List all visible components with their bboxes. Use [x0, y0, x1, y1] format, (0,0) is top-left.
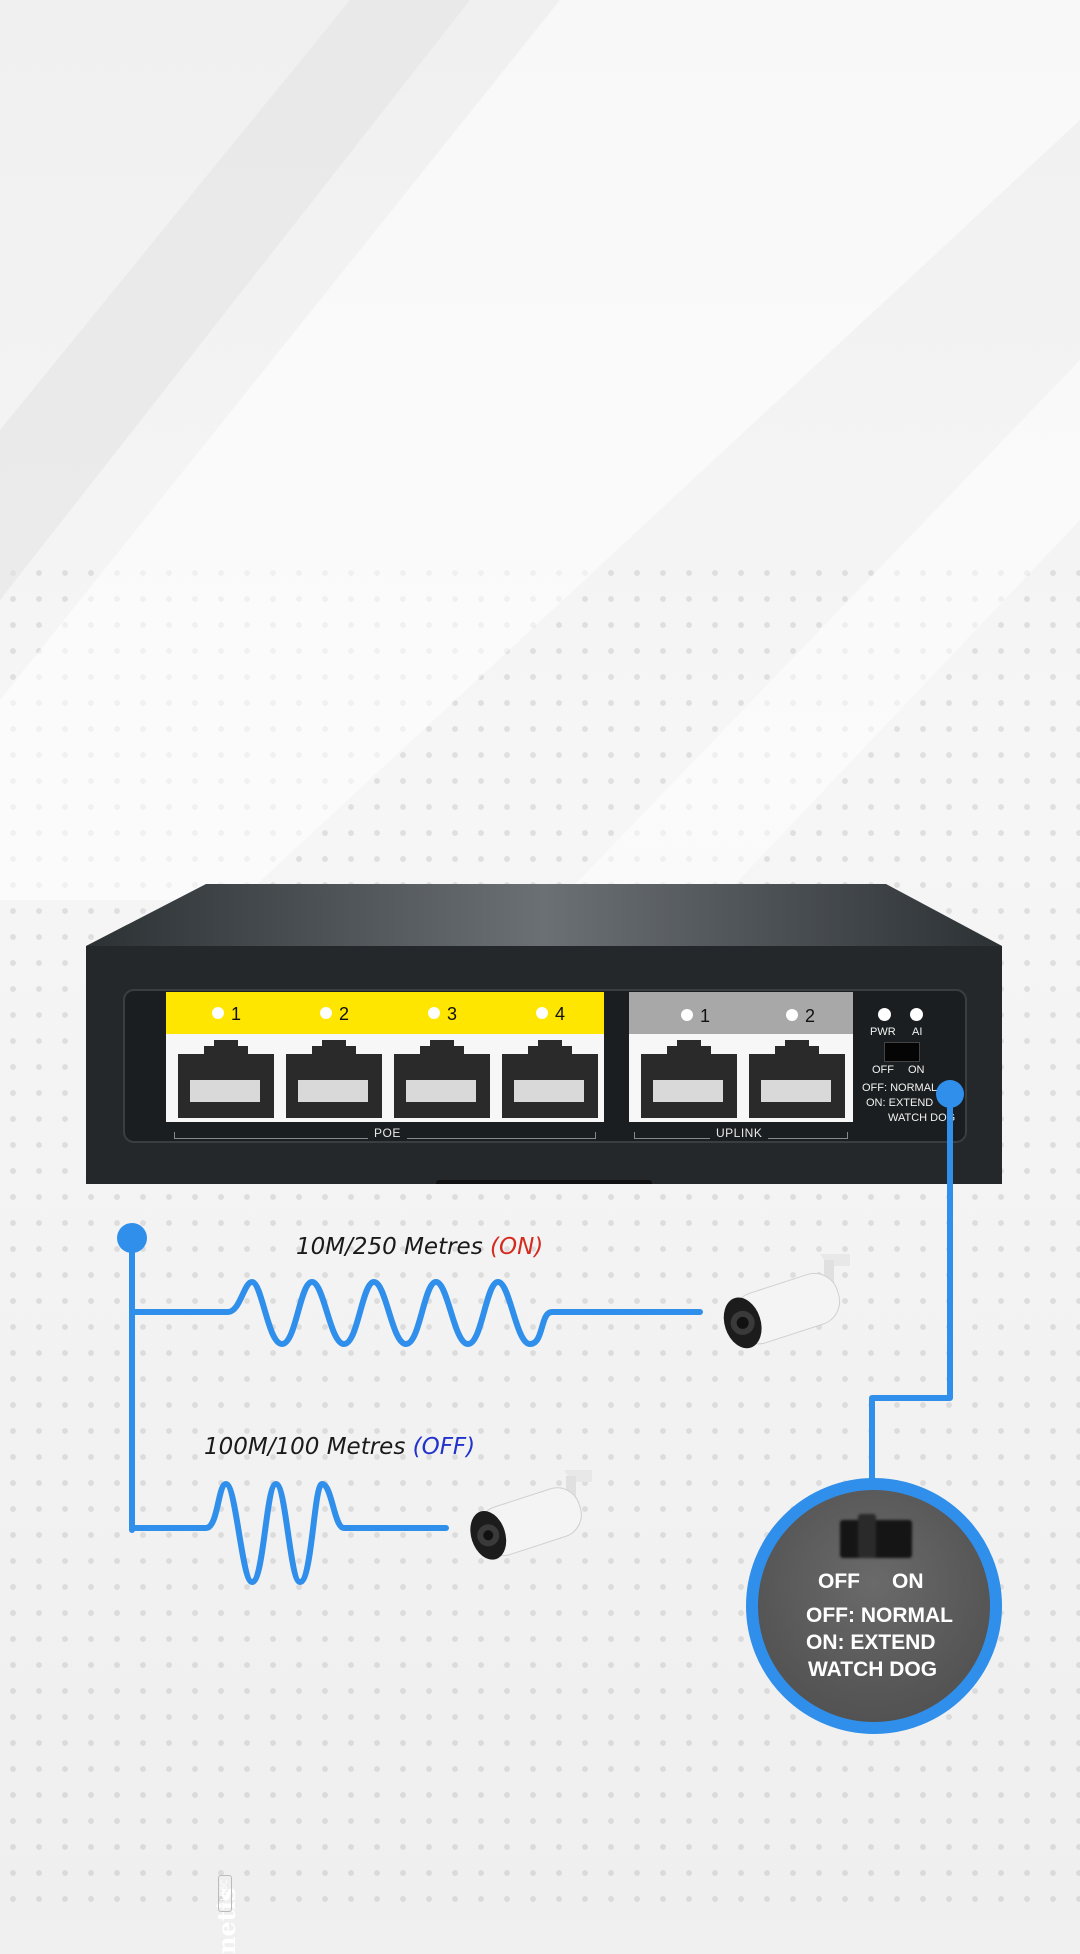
port-led-icon	[536, 1007, 548, 1019]
zoom-on-label: ON	[892, 1570, 924, 1593]
cable-zoom-feed	[869, 1089, 953, 1483]
poe-group-label: POE	[368, 1126, 407, 1140]
uplink-port-number: 2	[786, 1006, 815, 1027]
poe-port-number: 4	[536, 1004, 565, 1025]
dip-switch[interactable]	[884, 1042, 920, 1062]
port-led-icon	[681, 1009, 693, 1021]
rj45-ports	[178, 1040, 845, 1118]
mode-on-text: ON: EXTEND	[866, 1097, 934, 1109]
cable-node-icon	[936, 1080, 964, 1108]
uplink-group-label: UPLINK	[710, 1126, 769, 1140]
port-led-icon	[212, 1007, 224, 1019]
poe-port-number: 2	[320, 1004, 349, 1025]
cable-upper-label: 10M/250 Metres (ON)	[296, 1234, 544, 1260]
uplink-label-strip	[629, 992, 853, 1034]
port-led-icon	[428, 1007, 440, 1019]
dip-switch-closeup-icon	[840, 1514, 912, 1558]
cable-lower	[129, 1481, 449, 1585]
zoom-line-1: OFF: NORMAL	[806, 1604, 953, 1627]
poe-switch: 1 2 3 4 1 2 POE UPLINK PWR AI OFF ON OFF…	[86, 884, 1002, 1954]
cable-node-icon	[117, 1223, 147, 1253]
zoom-line-2: ON: EXTEND	[806, 1631, 936, 1654]
cable-lower-label: 100M/100 Metres (OFF)	[204, 1434, 476, 1460]
poe-label-strip	[166, 992, 604, 1034]
port-led-icon	[786, 1009, 798, 1021]
port-led-icon	[320, 1007, 332, 1019]
poe-port-number: 3	[428, 1004, 457, 1025]
switch-on-label: ON	[908, 1064, 925, 1076]
uplink-port-number: 1	[681, 1006, 710, 1027]
rj45-port-icon	[178, 1040, 274, 1118]
pwr-led-icon	[878, 1008, 891, 1021]
camera-icon	[723, 1254, 850, 1349]
switch-zoom-callout: OFF ON OFF: NORMAL ON: EXTEND WATCH DOG	[746, 1478, 1002, 1734]
zoom-line-3: WATCH DOG	[808, 1658, 938, 1681]
cable-upper	[129, 1279, 703, 1347]
ai-led-icon	[910, 1008, 923, 1021]
mode-off-text: OFF: NORMAL	[862, 1082, 938, 1094]
zoom-off-label: OFF	[818, 1570, 860, 1593]
camera-icon	[470, 1470, 592, 1560]
poe-port-number: 1	[212, 1004, 241, 1025]
ai-label: AI	[912, 1026, 923, 1038]
mode-on-text-cont: WATCH DOG	[888, 1112, 956, 1124]
pwr-label: PWR	[870, 1026, 896, 1038]
switch-off-label: OFF	[872, 1064, 894, 1076]
